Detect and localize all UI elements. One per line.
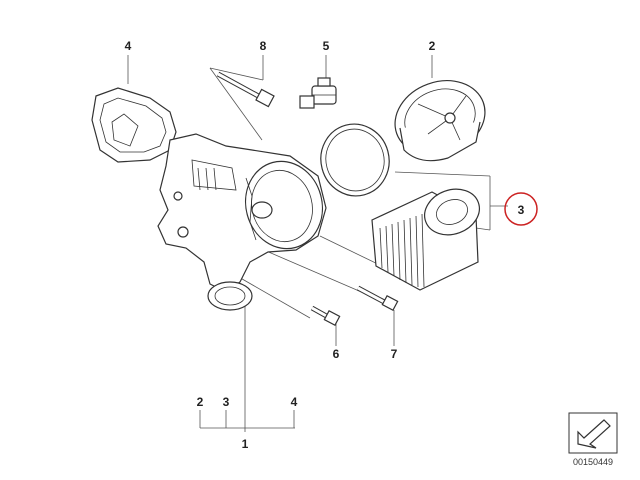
document-number: 00150449 — [573, 457, 613, 467]
group-callout-3[interactable]: 3 — [223, 395, 230, 409]
filter-cap-part[interactable] — [384, 68, 495, 167]
o-ring-part[interactable] — [313, 116, 397, 203]
bolt-6-part[interactable] — [310, 305, 341, 327]
callout-8[interactable]: 8 — [260, 39, 267, 53]
callout-7[interactable]: 7 — [391, 347, 398, 361]
sensor-part[interactable] — [299, 77, 337, 109]
leader-lines — [127, 55, 508, 432]
callout-3-highlighted[interactable]: 3 — [518, 203, 525, 217]
callout-2[interactable]: 2 — [429, 39, 436, 53]
bolt-7-part[interactable] — [356, 285, 399, 312]
callout-4[interactable]: 4 — [125, 39, 132, 53]
bolt-8-part[interactable] — [216, 71, 275, 108]
group-callout-2[interactable]: 2 — [197, 395, 204, 409]
group-callout-4[interactable]: 4 — [291, 395, 298, 409]
callout-6[interactable]: 6 — [333, 347, 340, 361]
callout-1[interactable]: 1 — [242, 437, 249, 451]
callout-5[interactable]: 5 — [323, 39, 330, 53]
arrow-icon[interactable] — [568, 412, 618, 454]
filter-element-part[interactable] — [371, 182, 486, 291]
filter-housing-part[interactable] — [157, 133, 332, 311]
highlight-ring — [504, 192, 538, 226]
gasket-part[interactable] — [91, 87, 177, 163]
